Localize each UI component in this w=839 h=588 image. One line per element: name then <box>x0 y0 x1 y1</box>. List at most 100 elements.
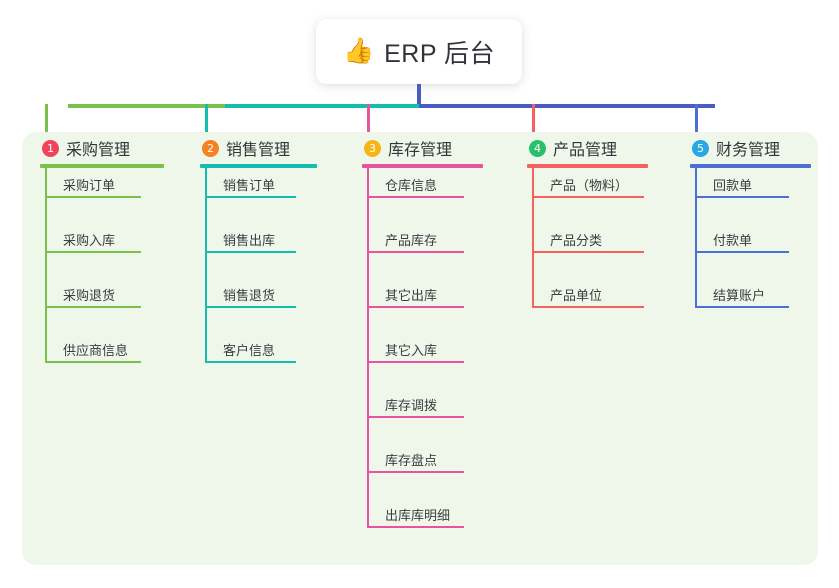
drop-connector-2 <box>205 104 208 137</box>
bus-segment-blue <box>419 104 715 108</box>
leaf-label: 付款单 <box>713 233 753 248</box>
leaf-rule <box>205 196 296 198</box>
column-title-2: 销售管理 <box>226 142 291 159</box>
bus-segment-green <box>68 104 225 108</box>
leaf-label: 其它出库 <box>385 288 438 303</box>
leaf-label: 销售退货 <box>223 288 276 303</box>
column-4: 4 产品管理产品（物料） 产品分类产品单位 <box>527 132 658 308</box>
leaf-rule <box>205 251 296 253</box>
drop-connector-1 <box>45 104 48 137</box>
leaf-rule <box>367 526 464 528</box>
column-1: 1 采购管理采购订单采购入库采购退货供应商信息 <box>40 132 174 363</box>
leaf-label: 出库库明细 <box>385 508 451 523</box>
column-3: 3 库存管理仓库信息产品库存其它出库其它入库库存调拨库存盘点出库库明细 <box>362 132 493 528</box>
column-header-1[interactable]: 1 采购管理 <box>40 132 174 164</box>
leaf-rule <box>45 196 141 198</box>
drop-connector-3 <box>367 104 370 137</box>
column-title-3: 库存管理 <box>388 142 453 159</box>
leaf-rule <box>695 196 789 198</box>
leaf-item[interactable]: 回款单 <box>695 176 789 198</box>
leaf-rule <box>367 361 464 363</box>
leaf-label: 产品分类 <box>550 233 603 248</box>
leaf-label: 客户信息 <box>223 343 276 358</box>
leaf-label: 结算账户 <box>713 288 766 303</box>
bus-segment-teal <box>225 104 419 108</box>
leaf-item[interactable]: 仓库信息 <box>367 176 464 198</box>
leaf-label: 仓库信息 <box>385 178 438 193</box>
trunk-connector <box>417 84 421 106</box>
leaf-item[interactable]: 采购退货 <box>45 286 141 308</box>
leaf-item[interactable]: 产品分类 <box>532 231 644 253</box>
leaf-rule <box>695 306 789 308</box>
leaf-label: 产品（物料） <box>550 178 629 193</box>
drop-connector-4 <box>532 104 535 137</box>
leaf-label: 产品单位 <box>550 288 603 303</box>
leaf-label: 供应商信息 <box>63 343 129 358</box>
column-rule-3 <box>362 164 483 168</box>
column-badge-1: 1 <box>42 139 59 157</box>
column-badge-2: 2 <box>202 139 219 157</box>
leaf-rule <box>532 251 644 253</box>
leaf-rule <box>367 416 464 418</box>
leaf-rule <box>367 471 464 473</box>
leaf-item[interactable]: 其它出库 <box>367 286 464 308</box>
column-5: 5 财务管理回款单付款单结算账户 <box>690 132 821 308</box>
leaf-item[interactable]: 客户信息 <box>205 341 296 363</box>
leaf-item[interactable]: 其它入库 <box>367 341 464 363</box>
column-title-4: 产品管理 <box>553 142 618 159</box>
leaf-rule <box>532 196 644 198</box>
column-title-5: 财务管理 <box>716 142 781 159</box>
leaf-label: 销售出库 <box>223 233 276 248</box>
leaf-label: 其它入库 <box>385 343 438 358</box>
leaf-rule <box>45 306 141 308</box>
leaf-item[interactable]: 产品（物料） <box>532 176 644 198</box>
column-title-1: 采购管理 <box>66 142 131 159</box>
leaf-label: 采购入库 <box>63 233 116 248</box>
leaf-item[interactable]: 出库库明细 <box>367 506 464 528</box>
column-header-5[interactable]: 5 财务管理 <box>690 132 821 164</box>
leaf-rule <box>367 196 464 198</box>
leaf-item[interactable]: 库存盘点 <box>367 451 464 473</box>
column-spine-5 <box>695 168 697 308</box>
column-badge-4: 4 <box>529 139 546 157</box>
leaf-item[interactable]: 销售订单 <box>205 176 296 198</box>
leaf-label: 销售订单 <box>223 178 276 193</box>
leaf-item[interactable]: 采购订单 <box>45 176 141 198</box>
column-2: 2 销售管理销售订单销售出库销售退货客户信息 <box>200 132 327 363</box>
root-node[interactable]: 👍 ERP 后台 <box>316 19 522 84</box>
leaf-label: 采购退货 <box>63 288 116 303</box>
column-spine-4 <box>532 168 534 308</box>
leaf-item[interactable]: 产品库存 <box>367 231 464 253</box>
leaf-rule <box>45 251 141 253</box>
leaf-item[interactable]: 库存调拨 <box>367 396 464 418</box>
leaf-label: 库存调拨 <box>385 398 438 413</box>
column-rule-1 <box>40 164 164 168</box>
leaf-rule <box>205 361 296 363</box>
column-spine-1 <box>45 168 47 363</box>
leaf-item[interactable]: 结算账户 <box>695 286 789 308</box>
leaf-item[interactable]: 付款单 <box>695 231 789 253</box>
column-spine-3 <box>367 168 369 528</box>
column-rule-2 <box>200 164 317 168</box>
column-rule-4 <box>527 164 648 168</box>
diagram-panel: 1 采购管理采购订单采购入库采购退货供应商信息 2 销售管理销售订单销售出库销售退货客… <box>22 132 818 565</box>
leaf-label: 库存盘点 <box>385 453 438 468</box>
leaf-rule <box>205 306 296 308</box>
column-header-4[interactable]: 4 产品管理 <box>527 132 658 164</box>
leaf-label: 产品库存 <box>385 233 438 248</box>
column-rule-5 <box>690 164 811 168</box>
column-badge-3: 3 <box>364 139 381 157</box>
leaf-rule <box>367 306 464 308</box>
column-header-3[interactable]: 3 库存管理 <box>362 132 493 164</box>
leaf-item[interactable]: 采购入库 <box>45 231 141 253</box>
leaf-label: 回款单 <box>713 178 753 193</box>
leaf-item[interactable]: 产品单位 <box>532 286 644 308</box>
leaf-rule <box>367 251 464 253</box>
leaf-item[interactable]: 供应商信息 <box>45 341 141 363</box>
leaf-item[interactable]: 销售出库 <box>205 231 296 253</box>
drop-connector-5 <box>695 104 698 137</box>
column-header-2[interactable]: 2 销售管理 <box>200 132 327 164</box>
column-badge-5: 5 <box>692 139 709 157</box>
leaf-item[interactable]: 销售退货 <box>205 286 296 308</box>
root-node-title: ERP 后台 <box>384 39 496 68</box>
